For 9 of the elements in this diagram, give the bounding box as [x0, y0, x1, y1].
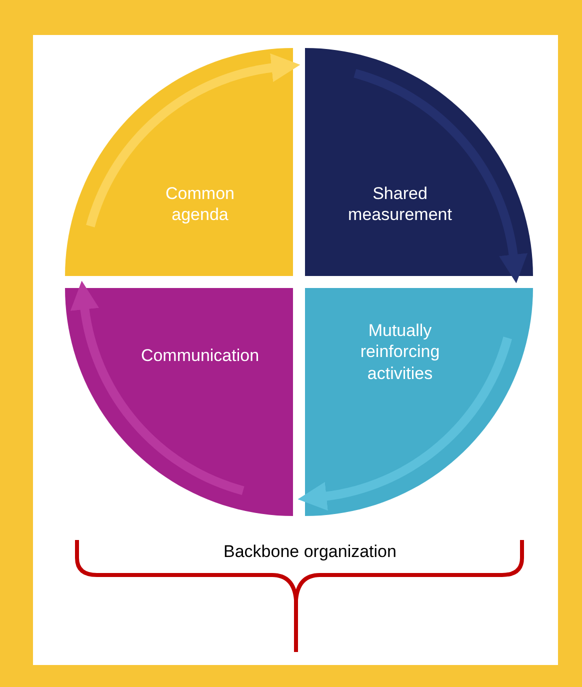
segment-label: Communication: [140, 345, 260, 366]
circular-arrow: [354, 69, 528, 284]
circular-arrow: [70, 280, 244, 495]
circular-arrow: [298, 336, 512, 511]
bracket-label: Backbone organization: [222, 542, 398, 562]
segment-label: Common agenda: [164, 183, 236, 226]
segment-label: Shared measurement: [347, 183, 453, 226]
segment-label: Mutually reinforcing activities: [359, 320, 441, 384]
circular-arrow: [86, 53, 300, 228]
